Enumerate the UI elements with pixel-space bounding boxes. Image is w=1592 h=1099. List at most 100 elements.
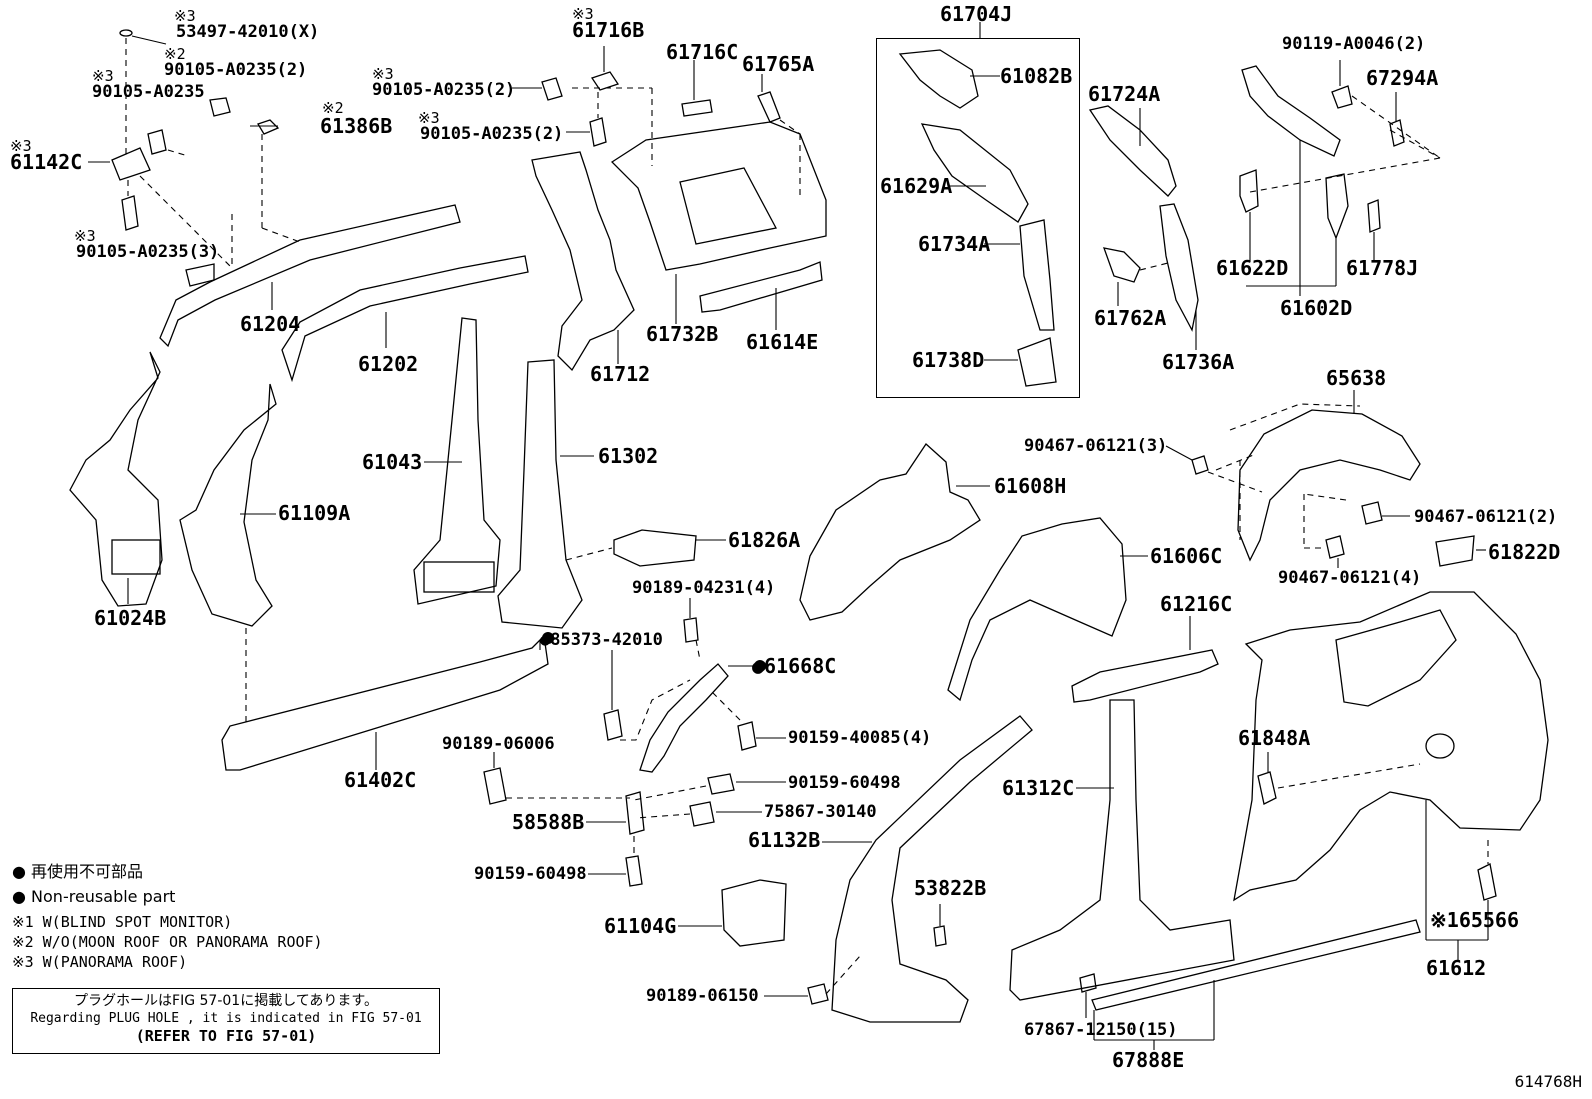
part-61043-pillar [413, 317, 501, 605]
callout-c08[interactable]: 61202 [358, 352, 419, 376]
callout-c46[interactable]: 90189-06006 [442, 734, 555, 754]
callout-c18[interactable]: 61712 [590, 362, 651, 386]
callout-c14[interactable]: 90105-A0235(2) [372, 80, 516, 100]
callout-c58[interactable]: 61848A [1238, 726, 1311, 750]
callout-c21[interactable]: 61704J [940, 2, 1013, 26]
plug-hole-reference-link[interactable]: (REFER TO FIG 57-01) [135, 1027, 317, 1045]
part-61216C-rail [1071, 616, 1219, 703]
callout-c45[interactable]: 90159-40085(4) [788, 728, 932, 748]
fastener-61716B [512, 46, 653, 166]
inset-frame-61704J [876, 38, 1080, 398]
diagram-id: 614768H [1514, 1072, 1582, 1091]
callout-c12[interactable]: 61302 [598, 444, 659, 468]
part-61302-pillar [497, 359, 594, 629]
callout-c52[interactable]: 61104G [604, 914, 677, 938]
part-61024B-panel [69, 351, 163, 607]
callout-c38[interactable]: 61822D [1488, 540, 1561, 564]
callout-c42[interactable]: 90189-04231(4) [632, 578, 776, 598]
callout-c25[interactable]: 61738D [912, 348, 985, 372]
part-61204-rail [159, 204, 461, 348]
callout-c39[interactable]: 61608H [994, 474, 1067, 498]
callout-c28[interactable]: 61736A [1162, 350, 1235, 374]
fastener-group-top-left [88, 29, 301, 269]
callout-c05-mark: ※3 [10, 137, 32, 155]
parts-61602D-group [1239, 60, 1441, 296]
callout-c60[interactable]: 61612 [1426, 956, 1487, 980]
callout-c44[interactable]: ●61668C [752, 656, 836, 676]
callout-c02[interactable]: 90105-A0235(2) [164, 60, 308, 80]
part-61712-pillar [531, 151, 635, 372]
callout-c22[interactable]: 61082B [1000, 64, 1073, 88]
callout-c19[interactable]: 61732B [646, 322, 719, 346]
callout-c44-text: 61668C [764, 654, 837, 678]
callout-c44-mark: ● [752, 654, 765, 678]
callout-c27[interactable]: 61762A [1094, 306, 1167, 330]
parts-61724A-61762A-61736A [1088, 105, 1199, 350]
callout-c30[interactable]: 67294A [1366, 66, 1439, 90]
callout-c49[interactable]: 58588B [512, 810, 585, 834]
callout-c16[interactable]: 61716C [666, 40, 739, 64]
callout-c59-text: 65566 [1458, 908, 1520, 932]
callout-c43[interactable]: ●85373-42010 [540, 630, 663, 650]
callout-c55[interactable]: 61402C [344, 768, 417, 792]
callout-c62[interactable]: 67888E [1112, 1048, 1185, 1072]
callout-c40[interactable]: 61606C [1150, 544, 1223, 568]
callout-c07[interactable]: 61204 [240, 312, 301, 336]
legend-en-nonreusable: ● Non-reusable part [12, 887, 176, 906]
callout-c48[interactable]: 75867-30140 [764, 802, 877, 822]
part-61826A-block [565, 529, 726, 567]
callout-c03[interactable]: 90105-A0235 [92, 82, 205, 102]
callout-c20[interactable]: 61614E [746, 330, 819, 354]
callout-c06[interactable]: 90105-A0235(3) [76, 242, 220, 262]
part-61612-side-panel [1233, 591, 1549, 960]
callout-c15[interactable]: 90105-A0235(2) [420, 124, 564, 144]
callout-c54[interactable]: 90189-06150 [646, 986, 759, 1006]
callout-c35[interactable]: 90467-06121(3) [1024, 436, 1168, 456]
inset-61704J-parts [898, 22, 1057, 387]
callout-c02-mark: ※2 [164, 45, 186, 63]
callout-c09[interactable]: 61024B [94, 606, 167, 630]
callout-c33[interactable]: 61602D [1280, 296, 1353, 320]
callout-c51[interactable]: 90159-60498 [474, 864, 587, 884]
callout-c41[interactable]: 61826A [728, 528, 801, 552]
part-61312C-panel [1009, 699, 1235, 1001]
part-67888E-moulding [1079, 919, 1421, 1050]
callout-c36[interactable]: 90467-06121(2) [1414, 507, 1558, 527]
callout-c04[interactable]: 61386B [320, 114, 393, 138]
callout-c47[interactable]: 90159-60498 [788, 773, 901, 793]
callout-c13[interactable]: 61716B [572, 18, 645, 42]
callout-c53[interactable]: 53822B [914, 876, 987, 900]
callout-c56[interactable]: 61216C [1160, 592, 1233, 616]
callout-c10[interactable]: 61109A [278, 501, 351, 525]
part-61614E-strip [699, 261, 823, 330]
legend-jp-nonreusable: ● 再使用不可部品 [12, 862, 144, 881]
callout-c34[interactable]: 65638 [1326, 366, 1387, 390]
callout-c11[interactable]: 61043 [362, 450, 423, 474]
callout-c57[interactable]: 61312C [1002, 776, 1075, 800]
callout-c05[interactable]: 61142C [10, 150, 83, 174]
part-61608H-panel [799, 443, 990, 621]
legend-cond3: ※3 W(PANORAMA ROOF) [12, 953, 188, 971]
legend-cond2: ※2 W/O(MOON ROOF OR PANORAMA ROOF) [12, 933, 323, 951]
callout-c01-mark: ※3 [174, 7, 196, 25]
callout-c37[interactable]: 90467-06121(4) [1278, 568, 1422, 588]
callout-c29[interactable]: 90119-A0046(2) [1282, 34, 1426, 54]
callout-c59[interactable]: ※165566 [1430, 910, 1519, 930]
callout-c50[interactable]: 61132B [748, 828, 821, 852]
callout-c32[interactable]: 61778J [1346, 256, 1419, 280]
callout-c14-mark: ※3 [372, 65, 394, 83]
callout-c24[interactable]: 61734A [918, 232, 991, 256]
part-61606C-panel [947, 517, 1148, 702]
part-61402C-rocker [221, 628, 549, 771]
callout-c61[interactable]: 67867-12150(15) [1024, 1020, 1178, 1040]
plug-hole-note-jp: プラグホールはFIG 57-01に掲載してあります。 [74, 993, 378, 1009]
part-61732B-panel [610, 60, 827, 324]
callout-c17[interactable]: 61765A [742, 52, 815, 76]
callout-c31[interactable]: 61622D [1216, 256, 1289, 280]
callout-c13-mark: ※3 [572, 5, 594, 23]
part-61109A-panel [179, 383, 277, 627]
callout-c01[interactable]: 53497-42010(X) [176, 22, 320, 42]
callout-c26[interactable]: 61724A [1088, 82, 1161, 106]
callout-c23[interactable]: 61629A [880, 174, 953, 198]
